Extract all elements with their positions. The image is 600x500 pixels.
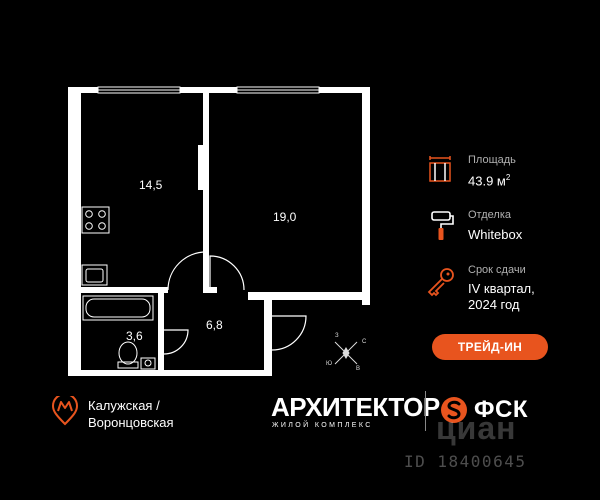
deadline-label: Срок сдачи	[468, 264, 526, 276]
deadline-line2: 2024 год	[468, 297, 520, 312]
area-icon	[429, 156, 451, 182]
key-icon	[427, 268, 454, 297]
area-value: 43.9 м2	[468, 173, 511, 189]
compass-s: В	[356, 366, 361, 372]
brand-logo: АРХИТЕКТОР	[271, 392, 440, 422]
metro-station-line1: Калужская /	[88, 398, 160, 413]
compass-w: Ю	[326, 361, 333, 367]
compass	[334, 341, 358, 365]
brand-tagline: ЖИЛОЙ КОМПЛЕКС	[272, 422, 373, 429]
fsk-logo-icon	[441, 397, 467, 423]
wall-bottom	[68, 370, 264, 376]
door-living	[167, 251, 207, 291]
bathroom-sink	[140, 357, 156, 370]
brand-divider	[425, 391, 426, 431]
wall-top	[68, 87, 370, 93]
compass-e: С	[362, 339, 367, 345]
bathtub	[82, 295, 154, 321]
stove	[81, 206, 110, 234]
wall-bath	[158, 293, 164, 370]
trade-in-button[interactable]: ТРЕЙД-ИН	[432, 334, 548, 360]
kitchen-sink	[81, 264, 108, 286]
wall-middle	[203, 93, 209, 293]
compass-n: З	[335, 333, 339, 339]
finish-value: Whitebox	[468, 227, 523, 242]
developer-name: ФСК	[474, 396, 528, 423]
finish-label: Отделка	[468, 209, 511, 221]
wall-right	[362, 87, 370, 305]
deadline-line1: IV квартал,	[468, 281, 535, 296]
wall-bedroom-bottom	[248, 292, 370, 300]
metro-icon	[51, 396, 79, 426]
wall-column	[198, 145, 209, 190]
room-area-bedroom: 19,0	[273, 210, 297, 224]
watermark-id: ID 18400645	[404, 452, 527, 471]
room-area-hall: 6,8	[206, 318, 223, 332]
paint-roller-icon	[431, 211, 454, 240]
watermark-site: циан	[436, 410, 517, 446]
developer-logo: ФСК	[440, 396, 528, 424]
metro-station-line2: Воронцовская	[88, 415, 174, 430]
door-bedroom	[209, 255, 245, 291]
room-area-bathroom: 3,6	[126, 329, 143, 343]
door-entry	[271, 315, 307, 351]
room-area-living: 14,5	[139, 178, 163, 192]
wall-hall-right	[264, 300, 272, 376]
area-label: Площадь	[468, 154, 516, 166]
door-bath	[163, 329, 189, 355]
metro-stations: Калужская / Воронцовская	[88, 397, 174, 431]
wall-corner	[205, 287, 217, 293]
wall-living-bottom	[81, 287, 168, 293]
wall-left	[68, 87, 81, 376]
toilet	[117, 341, 139, 369]
